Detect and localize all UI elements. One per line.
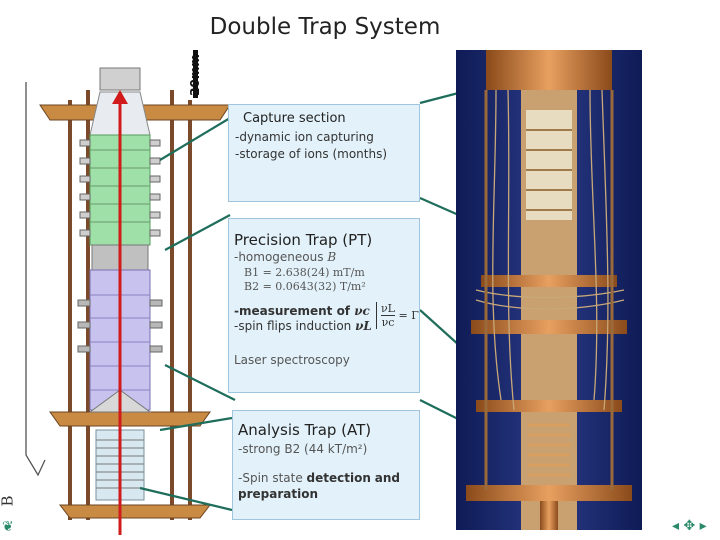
spin-flip-symbol: νL: [355, 319, 372, 333]
spin-state-prefix: -Spin state: [238, 471, 303, 485]
spin-state-line: -Spin state detection and: [238, 470, 419, 487]
scale-bar: [193, 50, 198, 98]
precision-trap-box: Precision Trap (PT) -homogeneous B B1 = …: [228, 218, 420, 393]
field-axis-label: B: [0, 495, 17, 507]
axis-arrow: [112, 90, 128, 535]
field-profile-curve: [25, 82, 46, 477]
leaf-logo-icon: ❦: [2, 518, 14, 534]
b2-formula: B2 = 0.0643(32) T/m²: [244, 280, 366, 293]
spin-state-suffix: and: [374, 471, 400, 485]
strong-gradient: -strong B2 (44 kT/m²): [238, 442, 368, 456]
capture-heading: Capture section: [243, 111, 346, 126]
measurement-line: -measurement of νc: [234, 304, 419, 318]
analysis-heading: Analysis Trap (AT): [238, 421, 372, 439]
apparatus-photo: [456, 50, 642, 530]
homogeneous-prefix: -homogeneous: [234, 250, 324, 264]
ratio-denominator: νc: [381, 316, 395, 329]
laser-spectroscopy: Laser spectroscopy: [234, 353, 350, 367]
page-title: Double Trap System: [209, 14, 441, 40]
spin-flip-line: -spin flips induction νL: [234, 318, 419, 335]
middle-flange: [49, 411, 211, 427]
spin-flip-prefix: -spin flips induction: [234, 319, 352, 333]
precision-heading: Precision Trap (PT): [234, 231, 373, 249]
bottom-flange: [58, 504, 212, 519]
navigation-arrows-icon[interactable]: ◂ ✥ ▸: [672, 518, 707, 534]
ratio-rhs: = Γ: [398, 309, 419, 322]
preparation: preparation: [238, 487, 318, 501]
capture-line-1: -dynamic ion capturing: [235, 130, 374, 144]
ratio-numerator: νL: [381, 302, 395, 316]
scale-label: 20mm: [188, 54, 202, 96]
capture-section-box: Capture section -dynamic ion capturing -…: [228, 104, 420, 202]
homogeneous-line: -homogeneous B: [234, 249, 419, 266]
capture-line-2: -storage of ions (months): [235, 147, 388, 161]
ratio-formula: νL νc = Γ: [376, 302, 419, 329]
b1-formula: B1 = 2.638(24) mT/m: [244, 266, 365, 279]
measurement-symbol: νc: [354, 304, 370, 318]
measurement-prefix: -measurement of: [234, 304, 351, 318]
spin-state-bold: detection: [306, 471, 371, 485]
homogeneous-symbol: B: [327, 250, 337, 264]
analysis-trap-box: Analysis Trap (AT) -strong B2 (44 kT/m²)…: [232, 410, 420, 520]
